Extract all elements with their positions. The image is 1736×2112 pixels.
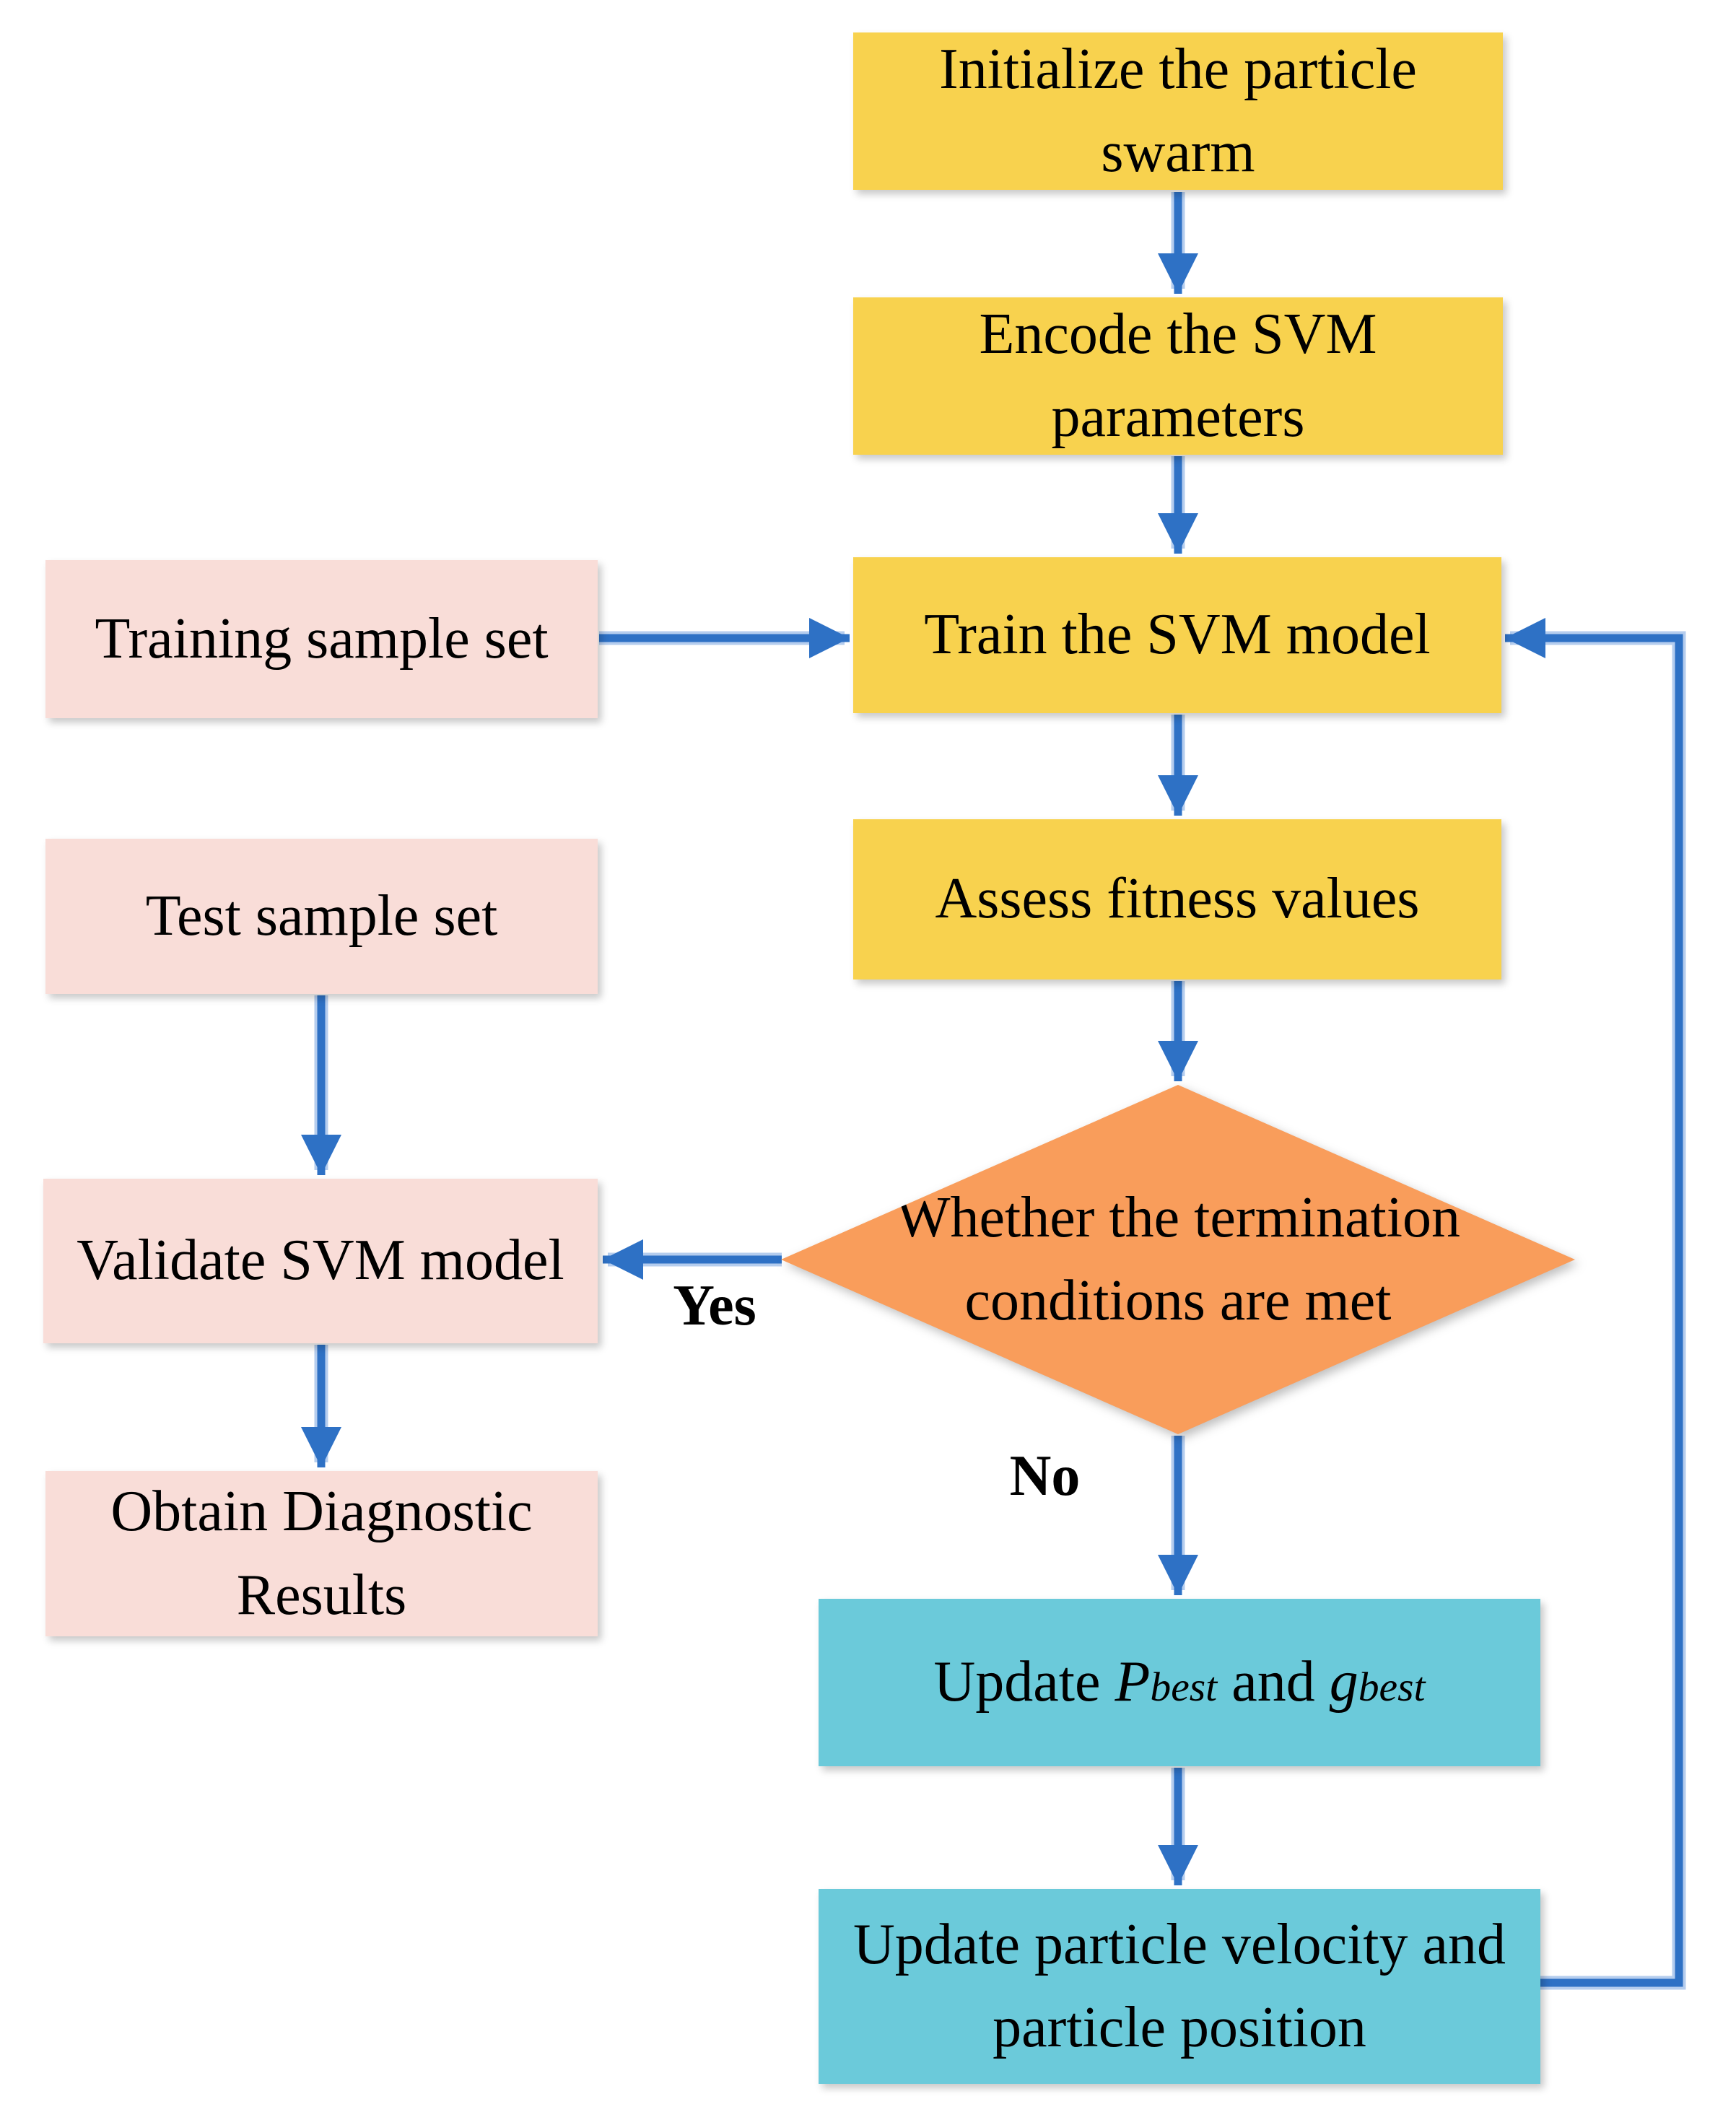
encode-svm-parameters-box: Encode the SVM parameters <box>853 297 1503 455</box>
termination-decision-label: Whether the termination conditions are m… <box>896 1185 1460 1332</box>
yes-label: Yes <box>673 1274 756 1338</box>
termination-decision-shape: Whether the termination conditions are m… <box>781 1085 1575 1434</box>
arrow-feedback-to-train <box>1505 618 1683 1987</box>
init-particle-swarm-label: Initialize the particle swarm <box>939 37 1417 184</box>
validate-svm-model-box: Validate SVM model <box>43 1179 598 1343</box>
update-particle-velocity-box: Update particle velocity and particle po… <box>819 1889 1540 2084</box>
update-pbest-gbest-box: Update Pbest and gbest <box>819 1599 1540 1766</box>
test-sample-set-box: Test sample set <box>45 839 598 994</box>
test-sample-set-label: Test sample set <box>145 883 498 948</box>
init-particle-swarm-box: Initialize the particle swarm <box>853 32 1503 190</box>
termination-decision-diamond: Whether the termination conditions are m… <box>781 1085 1575 1434</box>
obtain-diagnostic-results-box: Obtain Diagnostic Results <box>45 1471 598 1636</box>
update-best-prefix: Update <box>933 1650 1115 1714</box>
gbest-symbol: g <box>1329 1650 1358 1714</box>
pbest-subscript: best <box>1150 1664 1218 1711</box>
obtain-diagnostic-results-label: Obtain Diagnostic Results <box>110 1480 533 1627</box>
encode-svm-parameters-label: Encode the SVM parameters <box>979 302 1377 449</box>
gbest-subscript: best <box>1358 1664 1426 1711</box>
train-svm-model-box: Train the SVM model <box>853 557 1501 713</box>
update-best-and: and <box>1217 1650 1330 1714</box>
assess-fitness-values-box: Assess fitness values <box>853 819 1501 979</box>
update-pbest-gbest-label: Update Pbest and gbest <box>934 1641 1426 1724</box>
training-sample-set-label: Training sample set <box>95 606 549 671</box>
pbest-symbol: P <box>1115 1650 1151 1714</box>
training-sample-set-box: Training sample set <box>45 560 598 718</box>
train-svm-model-label: Train the SVM model <box>924 603 1431 667</box>
no-label: No <box>1009 1444 1081 1508</box>
validate-svm-model-label: Validate SVM model <box>77 1229 564 1293</box>
assess-fitness-values-label: Assess fitness values <box>935 867 1420 931</box>
update-particle-velocity-label: Update particle velocity and particle po… <box>852 1912 1506 2059</box>
